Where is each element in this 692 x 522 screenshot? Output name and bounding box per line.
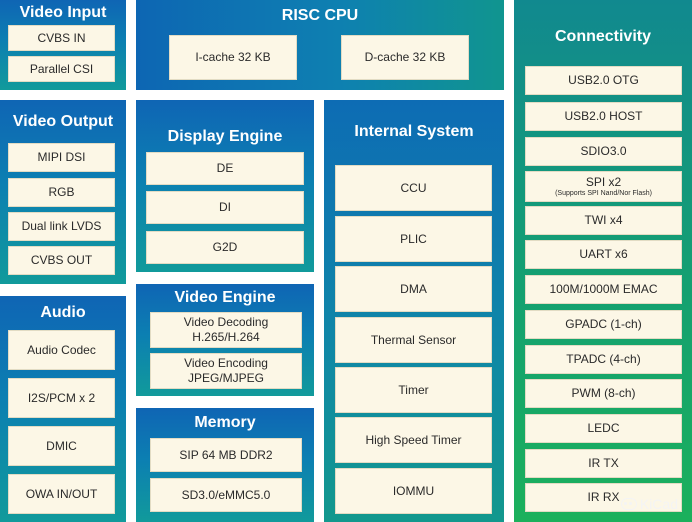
gpadc-label: GPADC (1-ch): [565, 317, 642, 331]
sdio-block: SDIO3.0: [525, 137, 682, 166]
mipi-dsi-block: MIPI DSI: [8, 143, 115, 172]
ir-tx-block: IR TX: [525, 449, 682, 478]
risc-cpu-panel: RISC CPU I-cache 32 KB D-cache 32 KB: [136, 0, 504, 90]
ledc-label: LEDC: [587, 421, 620, 435]
spi-note: (Supports SPI Nand/Nor Flash): [555, 189, 652, 197]
tpadc-label: TPADC (4-ch): [566, 352, 641, 366]
twi-label: TWI x4: [584, 213, 623, 227]
i-cache-block: I-cache 32 KB: [169, 35, 297, 80]
sd-emmc-block: SD3.0/eMMC5.0: [150, 478, 302, 512]
pwm-block: PWM (8-ch): [525, 379, 682, 408]
timer-block: Timer: [335, 367, 492, 413]
video-engine-title: Video Engine: [174, 289, 276, 306]
ir-rx-label: IR RX: [587, 490, 620, 504]
usb-host-block: USB2.0 HOST: [525, 102, 682, 131]
memory-panel: Memory SIP 64 MB DDR2 SD3.0/eMMC5.0: [136, 408, 314, 522]
uart-block: UART x6: [525, 240, 682, 269]
di-block: DI: [146, 191, 304, 224]
video-output-panel: Video Output MIPI DSI RGB Dual link LVDS…: [0, 100, 126, 284]
plic-block: PLIC: [335, 216, 492, 262]
uart-label: UART x6: [579, 247, 628, 261]
rgb-block: RGB: [8, 178, 115, 207]
display-engine-title: Display Engine: [167, 128, 283, 145]
audio-title: Audio: [40, 304, 86, 321]
ledc-block: LEDC: [525, 414, 682, 443]
de-block: DE: [146, 152, 304, 185]
video-encoding-label: Video Encoding: [184, 356, 268, 370]
cvbs-out-block: CVBS OUT: [8, 246, 115, 275]
ir-rx-block: IR RX: [525, 483, 682, 512]
watermark: KiCad: [620, 496, 678, 512]
i2s-pcm-block: I2S/PCM x 2: [8, 378, 115, 418]
iommu-block: IOMMU: [335, 468, 492, 514]
video-output-title: Video Output: [12, 113, 114, 130]
video-input-panel: Video Input CVBS IN Parallel CSI: [0, 0, 126, 90]
internal-system-title: Internal System: [354, 123, 474, 140]
connectivity-title: Connectivity: [554, 28, 651, 45]
video-decoding-label: Video Decoding: [183, 315, 269, 329]
high-speed-timer-block: High Speed Timer: [335, 417, 492, 463]
audio-codec-block: Audio Codec: [8, 330, 115, 370]
ir-tx-label: IR TX: [588, 456, 619, 470]
twi-block: TWI x4: [525, 206, 682, 235]
video-decoding-codecs: H.265/H.264: [192, 330, 260, 344]
video-encoding-codecs: JPEG/MJPEG: [187, 371, 264, 385]
dmic-block: DMIC: [8, 426, 115, 466]
ccu-block: CCU: [335, 165, 492, 211]
internal-system-panel: Internal System CCU PLIC DMA Thermal Sen…: [324, 100, 504, 522]
connectivity-panel: Connectivity USB2.0 OTG USB2.0 HOST SDIO…: [514, 0, 692, 522]
watermark-text: KiCad: [639, 496, 678, 512]
dual-link-lvds-block: Dual link LVDS: [8, 212, 115, 241]
dma-block: DMA: [335, 266, 492, 312]
risc-cpu-title: RISC CPU: [281, 7, 359, 24]
cvbs-in-block: CVBS IN: [8, 25, 115, 51]
pwm-label: PWM (8-ch): [571, 386, 636, 400]
emac-label: 100M/1000M EMAC: [549, 282, 658, 296]
sip-ddr2-block: SIP 64 MB DDR2: [150, 438, 302, 472]
video-engine-panel: Video Engine Video Decoding H.265/H.264 …: [136, 284, 314, 396]
spi-label: SPI x2: [585, 174, 622, 189]
emac-block: 100M/1000M EMAC: [525, 275, 682, 304]
thermal-sensor-block: Thermal Sensor: [335, 317, 492, 363]
video-input-title: Video Input: [19, 4, 107, 21]
usb-otg-label: USB2.0 OTG: [568, 73, 639, 87]
usb-otg-block: USB2.0 OTG: [525, 66, 682, 95]
parallel-csi-block: Parallel CSI: [8, 56, 115, 82]
video-decoding-block: Video Decoding H.265/H.264: [150, 312, 302, 348]
wechat-icon: [620, 498, 637, 510]
d-cache-block: D-cache 32 KB: [341, 35, 469, 80]
video-encoding-block: Video Encoding JPEG/MJPEG: [150, 353, 302, 389]
g2d-block: G2D: [146, 231, 304, 264]
sdio-label: SDIO3.0: [580, 144, 627, 158]
owa-in-out-block: OWA IN/OUT: [8, 474, 115, 514]
usb-host-label: USB2.0 HOST: [564, 109, 643, 123]
gpadc-block: GPADC (1-ch): [525, 310, 682, 339]
memory-title: Memory: [194, 414, 256, 431]
spi-block: SPI x2 (Supports SPI Nand/Nor Flash): [525, 171, 682, 202]
audio-panel: Audio Audio Codec I2S/PCM x 2 DMIC OWA I…: [0, 296, 126, 522]
tpadc-block: TPADC (4-ch): [525, 345, 682, 374]
display-engine-panel: Display Engine DE DI G2D: [136, 100, 314, 272]
